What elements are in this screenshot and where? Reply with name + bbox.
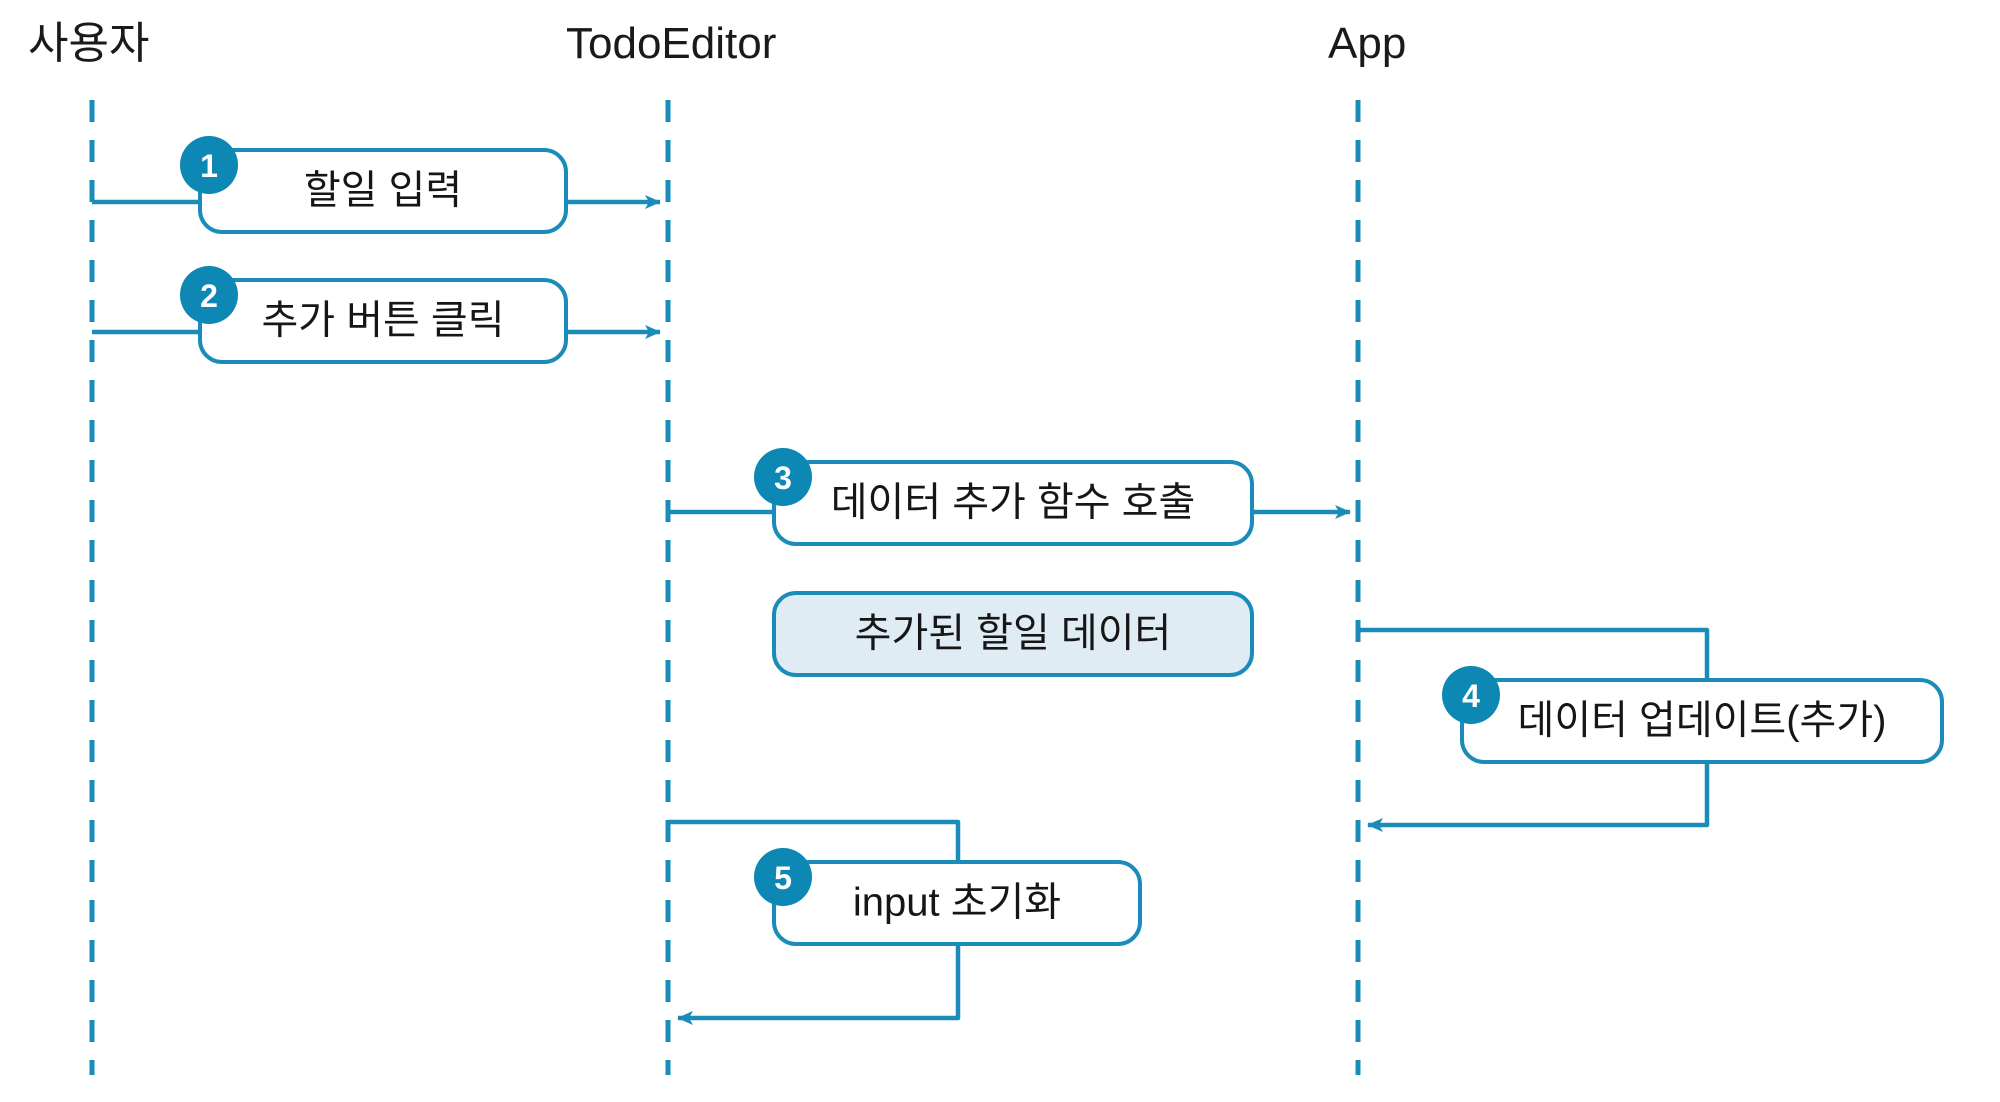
message-1-badge-number: 1 (200, 148, 218, 184)
message-1-label: 할일 입력 (304, 169, 462, 213)
lifeline-title-app: App (1328, 19, 1406, 68)
message-3-badge (754, 448, 812, 506)
message-1: 할일 입력 1 (92, 136, 661, 234)
message-4-badge (1442, 666, 1500, 724)
message-4-badge-number: 4 (1462, 678, 1480, 714)
message-4-loop-top (1358, 627, 1710, 680)
note-added-todo-data: 추가된 할일 데이터 (772, 591, 1254, 677)
note-label: 추가된 할일 데이터 (855, 612, 1172, 656)
message-4: 데이터 업데이트(추가) 4 (1358, 627, 1944, 832)
message-5-loop-return (677, 944, 961, 1025)
lifeline-title-todoeditor: TodoEditor (566, 19, 776, 68)
message-5-badge-number: 5 (774, 860, 792, 896)
message-2-badge (180, 266, 238, 324)
message-5-badge (754, 848, 812, 906)
message-2-badge-number: 2 (200, 278, 218, 314)
message-5-loop-top (668, 819, 961, 862)
message-2: 추가 버튼 클릭 2 (92, 266, 661, 364)
message-1-badge (180, 136, 238, 194)
note-box (772, 591, 1254, 677)
message-5: input 초기화 5 (668, 819, 1142, 1025)
message-4-label: 데이터 업데이트(추가) (1518, 699, 1887, 743)
message-3: 데이터 추가 함수 호출 3 (668, 448, 1351, 546)
message-3-badge-number: 3 (774, 460, 792, 496)
message-4-loop-return (1367, 762, 1710, 832)
lifeline-title-user: 사용자 (28, 19, 149, 68)
message-5-label: input 초기화 (853, 881, 1061, 925)
message-3-label: 데이터 추가 함수 호출 (831, 481, 1196, 525)
message-2-label: 추가 버튼 클릭 (261, 299, 504, 343)
